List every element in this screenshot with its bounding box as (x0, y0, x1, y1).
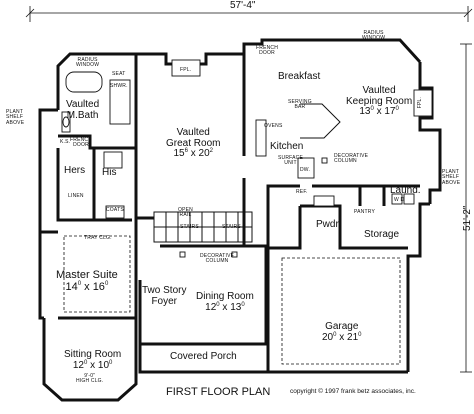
storage-label: Storage (364, 229, 400, 240)
dining-room-label: Dining Room 120 x 130 (196, 291, 254, 313)
stairs (153, 211, 253, 243)
refrigerator-note: REF. (296, 189, 308, 195)
stairs-left-note: STAIRS (180, 224, 199, 230)
master-suite-label: Master Suite 140 x 160 (56, 269, 118, 293)
overall-depth-label: 51'-2" (461, 205, 473, 231)
fixtures (61, 59, 433, 365)
laundry-label: Laund. (390, 185, 421, 196)
pantry-note: PANTRY (354, 209, 376, 215)
sitting-room-label: Sitting Room 120 x 100 (64, 349, 122, 371)
linen-note: LINEN (68, 193, 84, 199)
coats-note: COATS (106, 207, 124, 213)
plan-title: FIRST FLOOR PLAN (166, 386, 271, 398)
his-closet-label: His (102, 167, 117, 178)
interior-walls (56, 54, 420, 320)
washer-dryer-note: W D (394, 197, 405, 203)
covered-porch-label: Covered Porch (170, 351, 237, 362)
powder-room-label: Pwdr. (316, 219, 342, 230)
ovens-note: OVENS (264, 123, 283, 129)
copyright-note: copyright © 1997 frank betz associates, … (290, 388, 416, 395)
dimension-lines (25, 6, 473, 373)
fireplace-top-note: FPL. (180, 67, 192, 73)
stairs-right-note: STAIRS (222, 224, 241, 230)
garage-label: Garage 200 x 210 (322, 321, 362, 343)
high-ceiling-note: 9'-0"HIGH CLG. (76, 373, 104, 385)
overall-width-label: 57'-4" (230, 0, 256, 11)
dishwasher-note: DW. (300, 167, 311, 173)
breakfast-label: Breakfast (278, 71, 321, 82)
shower-note: SHWR. (110, 83, 128, 89)
fireplace-right-note: FPL. (417, 96, 424, 109)
tray-ceiling-note: TRAY CLG. (84, 235, 112, 241)
bath-seat-note: SEAT (112, 71, 126, 77)
knee-space-note: K.S. (60, 139, 71, 145)
kitchen-label: Kitchen (270, 141, 304, 152)
hers-closet-label: Hers (64, 165, 86, 176)
